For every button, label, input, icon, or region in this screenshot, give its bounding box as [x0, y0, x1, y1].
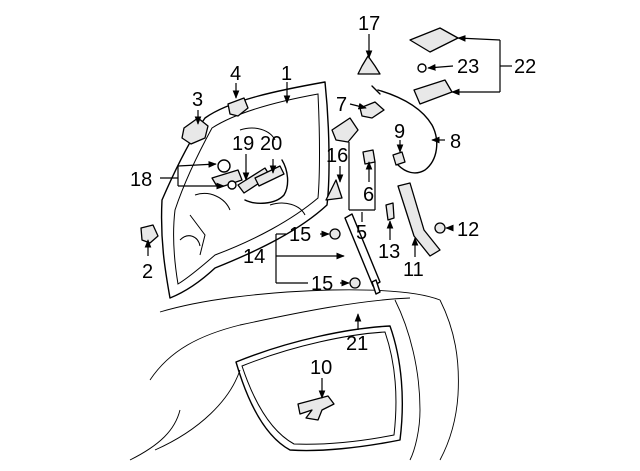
callout-4: 4: [230, 63, 241, 85]
callout-23: 23: [457, 56, 479, 78]
latch-actuator: [331, 117, 359, 143]
callout-19: 19: [232, 133, 254, 155]
callout-10: 10: [310, 357, 332, 379]
callout-20: 20: [260, 133, 282, 155]
callout-17: 17: [358, 13, 380, 35]
leader-lines: [144, 34, 512, 399]
callout-2: 2: [142, 261, 153, 283]
callout-16: 16: [326, 145, 348, 167]
callout-11: 11: [403, 259, 424, 281]
callout-5: 5: [356, 222, 367, 244]
bumper: [140, 224, 159, 244]
callout-3: 3: [192, 89, 203, 111]
vehicle-rear-body: [129, 289, 459, 461]
callout-6: 6: [363, 184, 374, 206]
stopper: [325, 179, 343, 201]
bulb-socket: [357, 55, 381, 75]
release-cable: [371, 85, 438, 174]
stud-nuts: [329, 228, 361, 289]
hinge-bolt: [385, 202, 395, 221]
callout-22: 22: [514, 56, 536, 78]
callout-1: 1: [281, 63, 292, 85]
switch: [359, 101, 385, 119]
lid-light: [409, 27, 459, 105]
lift-support: [344, 213, 381, 295]
connector: [362, 149, 376, 165]
bracket: [227, 97, 249, 117]
callout-15b: 15: [311, 273, 333, 295]
callout-9: 9: [394, 121, 405, 143]
callout-labels: 1 2 3 4 5 6 7 8 9 10 11 12 13 14 15 15 1…: [130, 13, 536, 379]
callout-14: 14: [243, 246, 265, 268]
hinge-nut: [434, 222, 446, 234]
callout-12: 12: [457, 219, 479, 241]
callout-13: 13: [378, 241, 400, 263]
hinge: [397, 182, 441, 257]
callout-21: 21: [346, 333, 368, 355]
cable-clip: [392, 151, 406, 166]
trunk-weatherstrip: [235, 325, 403, 452]
callout-7: 7: [336, 94, 347, 116]
callout-8: 8: [450, 131, 461, 153]
trunk-latch: [297, 395, 335, 421]
callout-18: 18: [130, 169, 152, 191]
hinge-assembly: [211, 159, 243, 190]
callout-15a: 15: [289, 224, 311, 246]
